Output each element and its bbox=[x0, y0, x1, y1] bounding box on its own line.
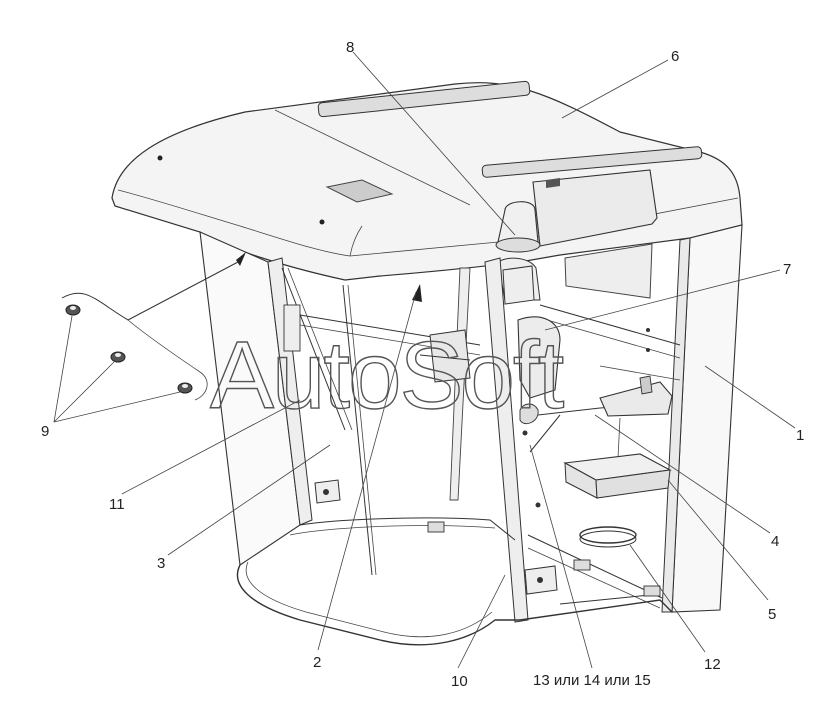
callout-4: 4 bbox=[771, 533, 779, 550]
callout-12: 12 bbox=[704, 656, 721, 673]
callout-5: 5 bbox=[768, 606, 776, 623]
roof bbox=[111, 80, 743, 281]
callout-13: 13 или 14 или 15 bbox=[533, 672, 651, 689]
callout-11: 11 bbox=[109, 496, 125, 513]
callout-9: 9 bbox=[41, 423, 49, 440]
cab-body bbox=[199, 224, 743, 646]
callout-3: 3 bbox=[157, 555, 165, 572]
callout-8: 8 bbox=[346, 39, 354, 56]
callout-10: 10 bbox=[451, 673, 468, 690]
grommet-parts bbox=[61, 261, 239, 401]
callout-6: 6 bbox=[671, 48, 679, 65]
callout-2: 2 bbox=[313, 654, 321, 671]
callout-1: 1 bbox=[796, 427, 804, 444]
leader-lines bbox=[53, 51, 796, 669]
watermark: AutoSoft bbox=[210, 322, 564, 429]
callout-7: 7 bbox=[783, 261, 791, 278]
